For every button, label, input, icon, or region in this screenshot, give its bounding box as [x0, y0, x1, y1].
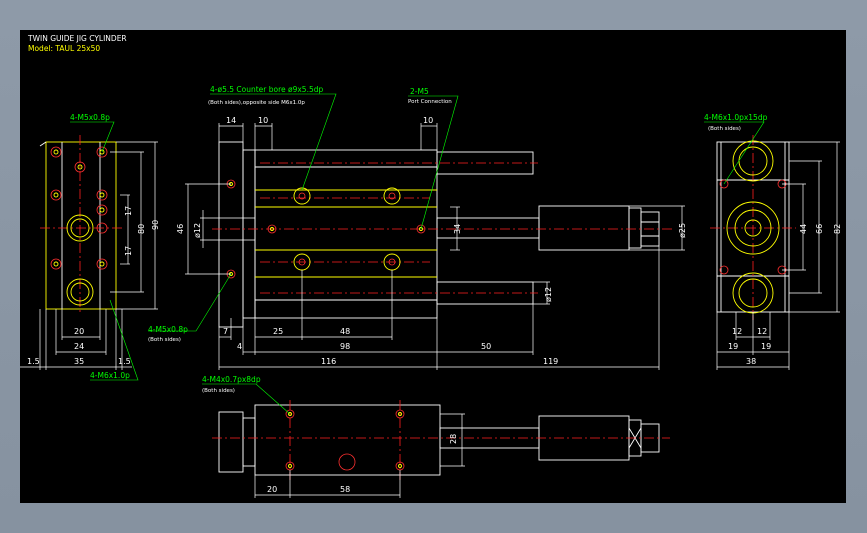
dim-80: 80 — [137, 224, 146, 234]
dim-50: 50 — [481, 342, 491, 351]
dim-12a: 12 — [732, 327, 742, 336]
bottom-view: 20 58 28 4-M4x0.7px8dp (Both sides) — [202, 375, 670, 498]
dim-19a: 19 — [728, 342, 738, 351]
callout-m5-front: 4-M5x0.8p — [148, 325, 188, 334]
dim-17a: 17 — [124, 206, 133, 216]
dim-34: 34 — [453, 224, 462, 234]
dim-46: 46 — [176, 224, 185, 234]
bottom-main-body — [254, 404, 441, 476]
dim-44: 44 — [799, 224, 808, 234]
dim-48: 48 — [340, 327, 350, 336]
dim-1.5-right: 1.5 — [118, 357, 131, 366]
dim-24: 24 — [74, 342, 84, 351]
dim-7: 7 — [223, 327, 228, 336]
dim-1.5-left: 1.5 — [27, 357, 40, 366]
dim-20: 20 — [74, 327, 84, 336]
dim-20-bottom: 20 — [267, 485, 277, 494]
drawing-title: TWIN GUIDE JIG CYLINDER — [27, 34, 127, 43]
dim-12b: 12 — [757, 327, 767, 336]
dim-58: 58 — [340, 485, 350, 494]
dim-35: 35 — [74, 357, 84, 366]
dim-dia12: ø12 — [193, 223, 202, 238]
right-end-view: 82 66 44 12 12 19 19 38 4-M6x1.0px15d — [704, 113, 842, 370]
front-end-plate — [218, 141, 244, 328]
callout-m6-right-note: (Both sides) — [708, 126, 741, 132]
callout-m6-right: 4-M6x1.0px15dp — [704, 113, 768, 122]
dim-82: 82 — [833, 224, 842, 234]
dim-66: 66 — [815, 224, 824, 234]
dim-17b: 17 — [124, 246, 133, 256]
callout-port: 2-M5 — [410, 87, 429, 96]
callout-m6-bottom: 4-M6x1.0p — [90, 371, 130, 380]
left-guide-bore-lower — [66, 278, 94, 306]
dim-14: 14 — [226, 116, 236, 125]
callout-m4-note: (Both sides) — [202, 388, 235, 394]
dim-28: 28 — [449, 434, 458, 444]
dim-dia12-guide: ø12 — [544, 287, 553, 302]
callout-port-note: Port Connection — [408, 99, 452, 105]
technical-drawing: TWIN GUIDE JIG CYLINDER Model: TAUL 25x5… — [20, 34, 842, 498]
front-view: 14 10 10 46 ø12 34 ø25 — [148, 85, 687, 370]
right-upper-bore — [732, 140, 774, 182]
callout-m4: 4-M4x0.7px8dp — [202, 375, 261, 384]
left-view-outline — [45, 141, 117, 310]
dim-119: 119 — [543, 357, 558, 366]
callout-counterbore: 4-ø5.5 Counter bore ø9x5.5dp — [210, 85, 323, 94]
cad-drawing-viewport[interactable]: TWIN GUIDE JIG CYLINDER Model: TAUL 25x5… — [20, 30, 846, 503]
bottom-end-plate — [218, 411, 244, 473]
dim-38: 38 — [746, 357, 756, 366]
dim-10-left: 10 — [258, 116, 268, 125]
dim-98: 98 — [340, 342, 350, 351]
callout-m5-front-note: (Both sides) — [148, 337, 181, 343]
callout-m5-top: 4-M5x0.8p — [70, 113, 110, 122]
dim-90: 90 — [151, 220, 160, 230]
dim-4: 4 — [237, 342, 242, 351]
dim-10-right: 10 — [423, 116, 433, 125]
rod-end — [538, 205, 630, 251]
dim-116: 116 — [321, 357, 336, 366]
right-center-bore — [726, 201, 780, 255]
model-label: Model: TAUL 25x50 — [28, 44, 100, 53]
dim-dia25: ø25 — [678, 223, 687, 238]
dim-25: 25 — [273, 327, 283, 336]
dim-19b: 19 — [761, 342, 771, 351]
callout-counterbore-note: (Both sides),opposite side M6x1.0p — [208, 100, 305, 106]
left-end-view: 90 80 17 17 20 24 35 — [20, 113, 160, 381]
left-rod-bore — [66, 214, 94, 242]
